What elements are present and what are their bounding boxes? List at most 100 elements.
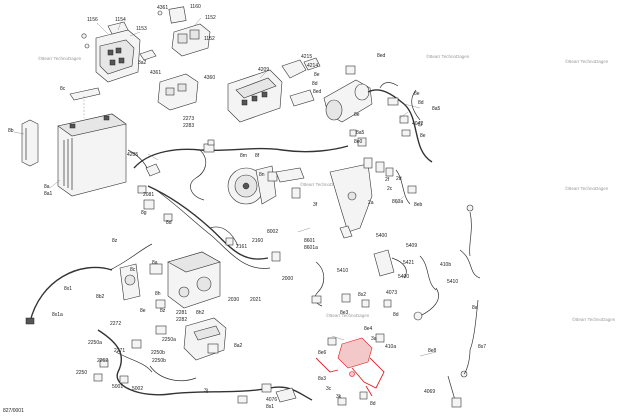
label: 2081 (143, 192, 154, 198)
label: 8ed (377, 53, 386, 59)
label: 5002 (132, 386, 143, 392)
label: 8h (155, 291, 161, 297)
label: 1160 (190, 4, 201, 10)
label: 8a (152, 260, 158, 266)
label: 3c (326, 386, 332, 392)
label: 8d (418, 100, 424, 106)
watermark: ©Bearr TechnoDagen (426, 53, 470, 59)
label: 3a2 (138, 60, 147, 66)
label: 8z (160, 308, 166, 314)
label: 8h2 (196, 310, 205, 316)
label: 8e (354, 112, 360, 118)
label: 2283 (183, 123, 194, 129)
label: 8d (370, 401, 376, 407)
label: 8x1 (64, 286, 72, 292)
label: 4214 (307, 63, 318, 69)
label: 8s2 (358, 292, 366, 298)
label: 2c (387, 186, 393, 192)
mounting-bracket (329, 157, 417, 239)
label: 8e (414, 91, 420, 97)
label: 8s3 (318, 376, 326, 382)
label: 2250b (152, 358, 166, 364)
label: 5410 (447, 279, 458, 285)
label: 8a1 (44, 191, 53, 197)
label: 1156 (87, 17, 98, 23)
watermark: ©Bearr TechnoDagen (572, 316, 616, 322)
abs-module (25, 243, 221, 325)
label: 8z (112, 238, 118, 244)
watermark: ©Bearr TechnoDagen (38, 55, 82, 61)
watermark: ©Bearr TechnoDagen (565, 185, 609, 191)
label: 410b (440, 262, 451, 268)
label: 410a (385, 344, 396, 350)
label: 8m (240, 153, 247, 159)
label: 8e (420, 133, 426, 139)
label: 4205 (127, 152, 138, 158)
wiring-harness (127, 139, 349, 269)
battery-assembly (21, 87, 127, 197)
label: 5421 (403, 260, 414, 266)
watermark: ©Bearr TechnoDagen (300, 181, 344, 187)
label: 2000 (282, 276, 293, 282)
label: 8x1a (52, 312, 63, 318)
label: 8e3 (340, 310, 349, 316)
label: 5400 (398, 274, 409, 280)
label: 8a (472, 305, 478, 311)
label: 2030 (228, 297, 239, 303)
label: 1153 (136, 26, 147, 32)
label: 2250a (162, 337, 176, 343)
label: 2273 (183, 116, 194, 122)
label: 5410 (337, 268, 348, 274)
label: 8n (259, 172, 265, 178)
label: 2161 (236, 244, 247, 250)
label: 2f (385, 177, 390, 183)
label: 2262 (97, 358, 108, 364)
label: 4209 (258, 67, 269, 73)
label: 2250b (151, 350, 165, 356)
label: 2282 (176, 317, 187, 323)
label: 8601a (304, 245, 318, 251)
callout-labels: 1156 1154 1153 4361 1160 1152 1152 3a2 4… (8, 4, 486, 410)
leader-lines (13, 69, 437, 357)
label: 1154 (115, 17, 126, 23)
diagram-id: 827/0001 (3, 408, 24, 414)
label: 8e6 (318, 350, 327, 356)
label: 8ed (313, 89, 322, 95)
label: 4360 (204, 75, 215, 81)
label: 5400 (376, 233, 387, 239)
label: 8s7 (478, 344, 486, 350)
label: 4215 (301, 54, 312, 60)
label: 3k (336, 394, 342, 400)
sensors (311, 204, 481, 408)
watermark: ©Bearr TechnoDagen (565, 58, 609, 64)
label: 8a (44, 184, 50, 190)
alternator (227, 165, 305, 205)
label: 3a (371, 336, 377, 342)
label: 3f (313, 202, 318, 208)
label: 8g (141, 210, 147, 216)
highlighted-part (315, 333, 385, 406)
label: 2021 (250, 297, 261, 303)
label: 2271 (114, 348, 125, 354)
watermark: ©Bearr TechnoDagen (326, 312, 370, 318)
label: 8a5 (356, 130, 365, 136)
label: 1152 (204, 36, 215, 42)
label: 8002 (267, 229, 278, 235)
label: 2160 (252, 238, 263, 244)
label: 8d (166, 220, 172, 226)
label: 8e (314, 72, 320, 78)
label: 8b (8, 128, 14, 134)
label: 1152 (205, 15, 216, 21)
label: 8s1 (266, 404, 274, 410)
label: 8e (140, 308, 146, 314)
fuse-box-assembly (81, 6, 211, 111)
label: 8a5 (432, 106, 441, 112)
label: 8a2 (234, 343, 243, 349)
label: 2250 (76, 370, 87, 376)
watermarks: ©Bearr TechnoDagen ©Bearr TechnoDagen ©B… (38, 53, 616, 322)
label: 5001 (112, 384, 123, 390)
label: 2272 (110, 321, 121, 327)
label: 4042 (412, 121, 423, 127)
label: 8e4 (364, 326, 373, 332)
